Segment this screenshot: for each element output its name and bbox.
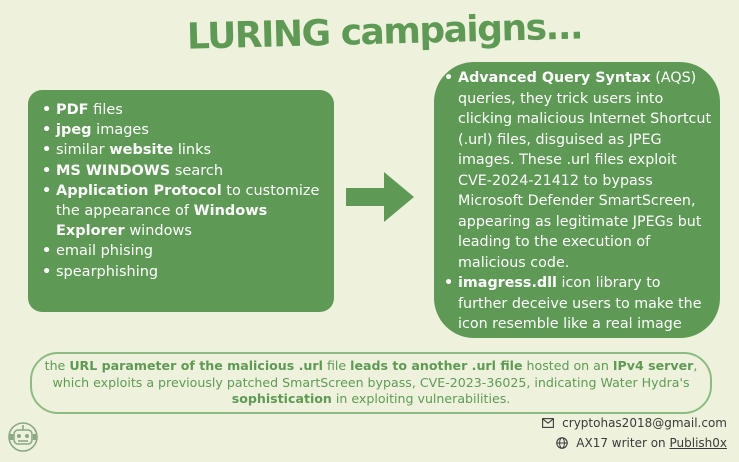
list-item: Advanced Query Syntax (AQS) queries, the… bbox=[444, 68, 712, 273]
email-text[interactable]: cryptohas2018@gmail.com bbox=[562, 416, 727, 430]
luring-methods-card: PDF files jpeg images similar website li… bbox=[28, 90, 334, 312]
contact-email: cryptohas2018@gmail.com bbox=[542, 416, 727, 430]
aqs-details-list: Advanced Query Syntax (AQS) queries, the… bbox=[444, 68, 712, 335]
luring-methods-list: PDF files jpeg images similar website li… bbox=[42, 100, 324, 282]
arrow-right-icon bbox=[346, 172, 414, 222]
list-item: email phising bbox=[42, 241, 324, 261]
site-prefix: AX17 writer on bbox=[576, 436, 670, 450]
list-item: imagress.dll icon library to further dec… bbox=[444, 273, 712, 335]
publish0x-link[interactable]: Publish0x bbox=[669, 436, 727, 450]
contact-site: AX17 writer on Publish0x bbox=[556, 436, 727, 450]
page-title: LURING campaigns... bbox=[186, 6, 583, 58]
globe-icon bbox=[556, 437, 569, 449]
list-item: jpeg images bbox=[42, 120, 324, 140]
mail-icon bbox=[542, 418, 555, 428]
summary-note: the URL parameter of the malicious .url … bbox=[30, 352, 712, 414]
list-item: spearphishing bbox=[42, 262, 324, 282]
list-item: similar website links bbox=[42, 140, 324, 160]
list-item: PDF files bbox=[42, 100, 324, 120]
list-item: MS WINDOWS search bbox=[42, 161, 324, 181]
robot-icon bbox=[8, 422, 38, 452]
aqs-details-card: Advanced Query Syntax (AQS) queries, the… bbox=[434, 62, 720, 338]
list-item: Application Protocol to customize the ap… bbox=[42, 181, 324, 242]
